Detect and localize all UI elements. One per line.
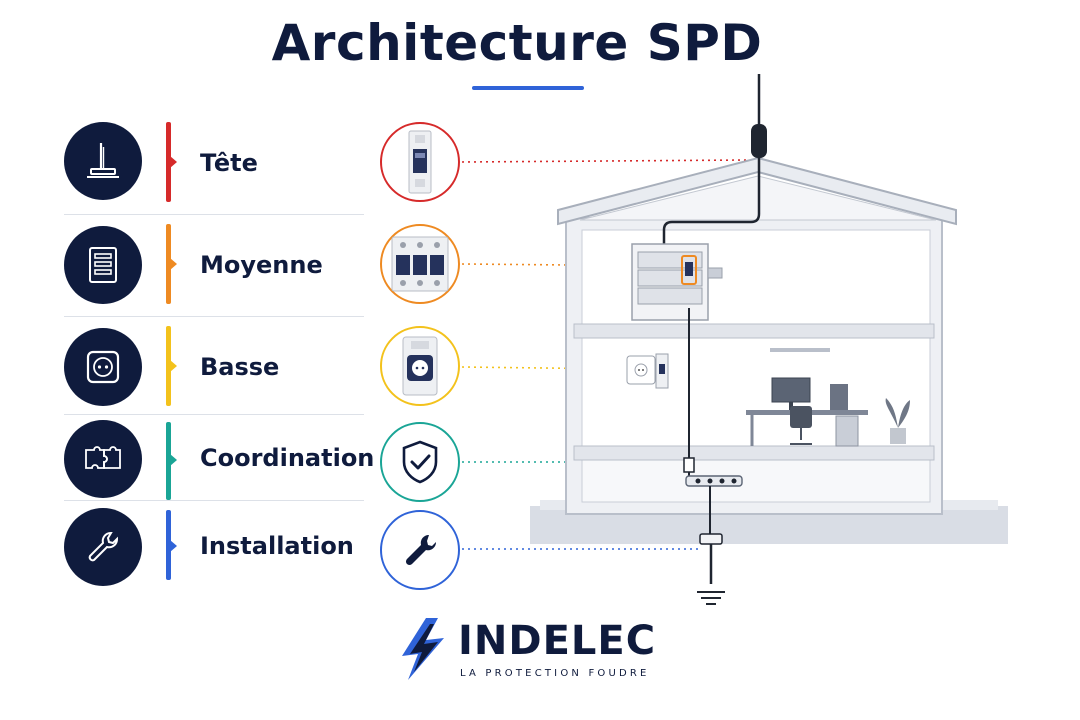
din-rail-surge-protector-icon — [380, 122, 460, 202]
row-arrow-tete — [170, 156, 177, 168]
row-label-coordination: Coordination — [200, 444, 375, 472]
brand-name: INDELEC — [458, 618, 657, 664]
row-accent-bar-installation — [166, 510, 171, 580]
wrench-icon — [64, 508, 142, 586]
brand-tagline: LA PROTECTION FOUDRE — [460, 668, 650, 679]
connector-tete — [461, 159, 751, 163]
brand-logo: INDELEC LA PROTECTION FOUDRE — [396, 616, 696, 686]
row-separator — [64, 316, 364, 317]
distribution-panel-icon — [64, 226, 142, 304]
page-title: Architecture SPD — [271, 14, 763, 72]
row-accent-bar-basse — [166, 326, 171, 406]
power-socket-icon — [64, 328, 142, 406]
wrench-icon — [380, 510, 460, 590]
row-accent-bar-moyenne — [166, 224, 171, 304]
shield-check-icon — [380, 422, 460, 502]
three-pole-surge-protector-icon — [380, 224, 460, 304]
lightning-bolt-logo-icon — [402, 618, 444, 680]
row-label-installation: Installation — [200, 532, 354, 560]
puzzle-icon — [64, 420, 142, 498]
row-separator — [64, 414, 364, 415]
connector-moyenne — [461, 263, 683, 267]
row-label-moyenne: Moyenne — [200, 251, 323, 279]
ground-bar — [685, 475, 743, 487]
row-accent-bar-coordination — [166, 422, 171, 500]
row-separator — [64, 214, 364, 215]
row-label-tete: Tête — [200, 149, 258, 177]
socket-surge-protector-icon — [380, 326, 460, 406]
row-separator — [64, 500, 364, 501]
lightning-rod — [751, 124, 767, 158]
row-label-basse: Basse — [200, 353, 280, 381]
row-arrow-installation — [170, 540, 177, 552]
row-accent-bar-tete — [166, 122, 171, 202]
row-arrow-moyenne — [170, 258, 177, 270]
title-underline — [472, 86, 584, 90]
row-arrow-coordination — [170, 454, 177, 466]
row-arrow-basse — [170, 360, 177, 372]
lightning-rod-icon — [64, 122, 142, 200]
